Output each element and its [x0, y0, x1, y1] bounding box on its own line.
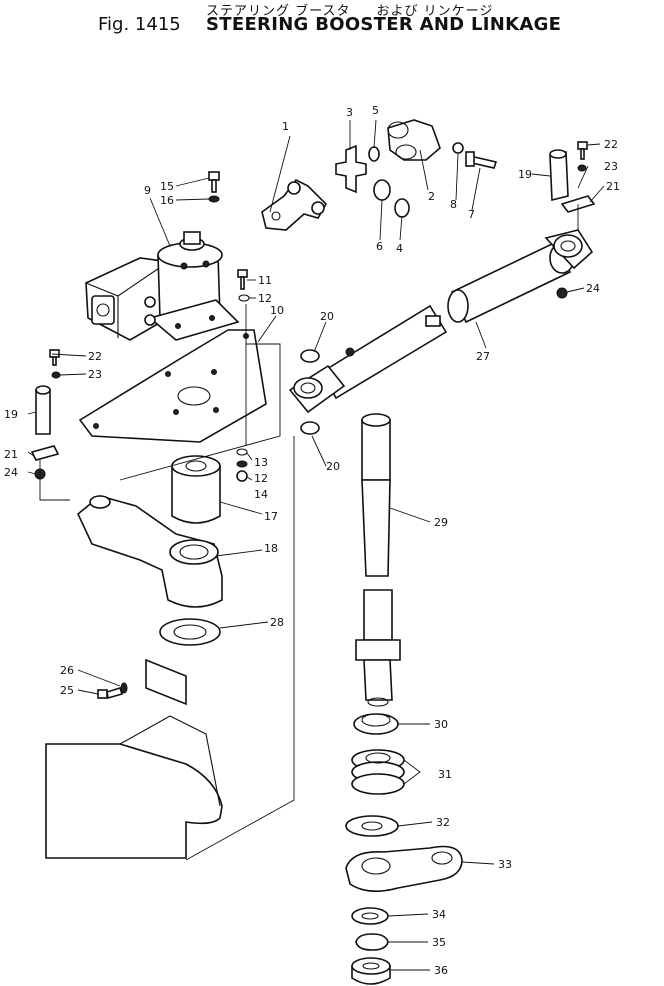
thrust-washer-28	[159, 618, 221, 646]
callout-3: 3	[346, 106, 353, 119]
callout-30: 30	[434, 718, 448, 731]
grease-nipple-24-right	[556, 287, 568, 299]
callout-27: 27	[476, 350, 490, 363]
callout-2: 2	[428, 190, 435, 203]
arm-lever-1	[261, 178, 327, 231]
snap-ring-35	[355, 933, 389, 951]
callout-12a: 12	[258, 292, 272, 305]
callout-24a: 24	[4, 466, 18, 479]
callout-23b: 23	[604, 160, 618, 173]
callout-numbers: 1 2 3 4 5 6 7 8 9 10 11 12 12 13 14 15 1…	[4, 104, 620, 977]
nut-8	[452, 142, 464, 154]
callout-19b: 19	[518, 168, 532, 181]
callout-26: 26	[60, 664, 74, 677]
washer-12-lower	[236, 460, 248, 468]
snap-ring-4	[394, 198, 410, 218]
callout-31: 31	[438, 768, 452, 781]
callout-6: 6	[376, 240, 383, 253]
booster-cylinder-27	[288, 229, 594, 414]
washer-34	[351, 907, 389, 925]
steering-lever-18	[77, 495, 223, 608]
bolt-22-left	[49, 349, 60, 366]
seal-30	[353, 713, 399, 735]
pin-19-left	[35, 385, 51, 435]
nut-36	[351, 957, 391, 985]
lock-plate-21-left	[30, 445, 60, 461]
washer-16	[208, 195, 220, 203]
callout-33: 33	[498, 858, 512, 871]
callout-23a: 23	[88, 368, 102, 381]
callout-14: 14	[254, 488, 268, 501]
joint-yoke-2	[387, 119, 441, 161]
figure-title: STEERING BOOSTER AND LINKAGE	[206, 14, 562, 35]
grease-fitting-5	[368, 146, 380, 162]
mounting-plate	[78, 329, 267, 443]
dust-seal-20-upper	[300, 349, 320, 363]
washer-32	[345, 815, 399, 837]
callout-13: 13	[254, 456, 268, 469]
callout-16: 16	[160, 194, 174, 207]
booster-valve-body	[85, 231, 240, 341]
nut-14	[236, 470, 248, 482]
callout-10: 10	[270, 304, 284, 317]
callout-11: 11	[258, 274, 272, 287]
callout-15: 15	[160, 180, 174, 193]
callout-22b: 22	[604, 138, 618, 151]
washer-23-left	[51, 371, 61, 379]
callout-5: 5	[372, 104, 379, 117]
leader-lines	[27, 119, 605, 971]
cross-spider-3	[335, 144, 367, 194]
callout-32: 32	[436, 816, 450, 829]
washer-23-right	[577, 164, 587, 172]
callout-1: 1	[282, 120, 289, 133]
spline-shaft-29	[355, 413, 401, 707]
callout-17: 17	[264, 510, 278, 523]
callout-34: 34	[432, 908, 446, 921]
figure-number: Fig. 1415	[98, 14, 181, 35]
japanese-title: ステアリング ブースタ および リンケージ	[206, 0, 493, 19]
callout-19a: 19	[4, 408, 18, 421]
callout-12b: 12	[254, 472, 268, 485]
callout-24b: 24	[586, 282, 600, 295]
washer-13	[236, 448, 248, 456]
dust-seal-20-lower	[300, 421, 320, 435]
callout-28: 28	[270, 616, 284, 629]
callout-20b: 20	[326, 460, 340, 473]
bolt-25	[97, 687, 124, 700]
pin-19-right	[549, 149, 569, 202]
callout-8: 8	[450, 198, 457, 211]
callout-20a: 20	[320, 310, 334, 323]
callout-36: 36	[434, 964, 448, 977]
callout-4: 4	[396, 242, 403, 255]
bolt-11	[237, 269, 248, 290]
washer-12	[238, 294, 250, 302]
callout-25: 25	[60, 684, 74, 697]
japanese-title-part2: および リンケージ	[376, 4, 494, 19]
washer-26	[120, 682, 128, 694]
callout-29: 29	[434, 516, 448, 529]
callout-7: 7	[468, 208, 475, 221]
callout-18: 18	[264, 542, 278, 555]
callout-35: 35	[432, 936, 446, 949]
arm-33	[345, 845, 463, 892]
bolt-22-right	[577, 141, 588, 160]
bushing-6	[373, 179, 391, 201]
callout-9: 9	[144, 184, 151, 197]
frame-bracket	[45, 658, 223, 859]
sleeve-17	[171, 455, 221, 524]
bolt-7	[465, 151, 498, 169]
spring-washers-31	[351, 749, 405, 795]
callout-22a: 22	[88, 350, 102, 363]
callout-21b: 21	[606, 180, 620, 193]
bolt-15	[208, 171, 220, 193]
japanese-title-part1: ステアリング ブースタ	[206, 4, 351, 19]
callout-21a: 21	[4, 448, 18, 461]
